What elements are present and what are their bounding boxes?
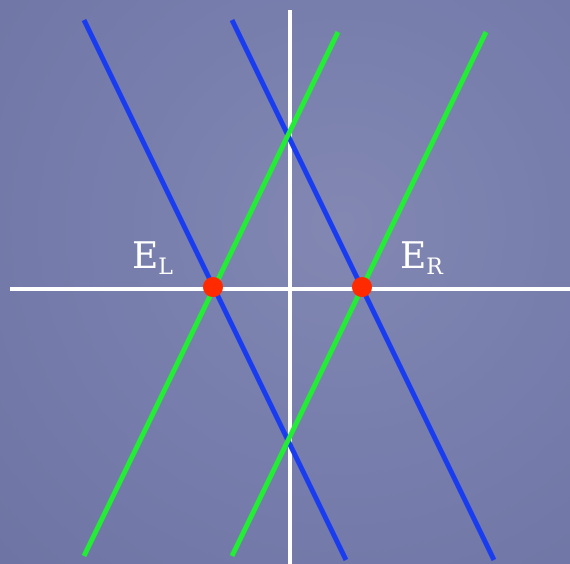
label-e-left-sub: L [158,255,173,280]
label-e-right: ER [400,236,444,280]
point-e-left [203,277,223,297]
label-e-left: EL [132,236,173,280]
point-e-right [352,277,372,297]
label-e-right-main: E [400,236,426,277]
label-e-right-sub: R [426,255,444,280]
label-e-left-main: E [132,236,158,277]
